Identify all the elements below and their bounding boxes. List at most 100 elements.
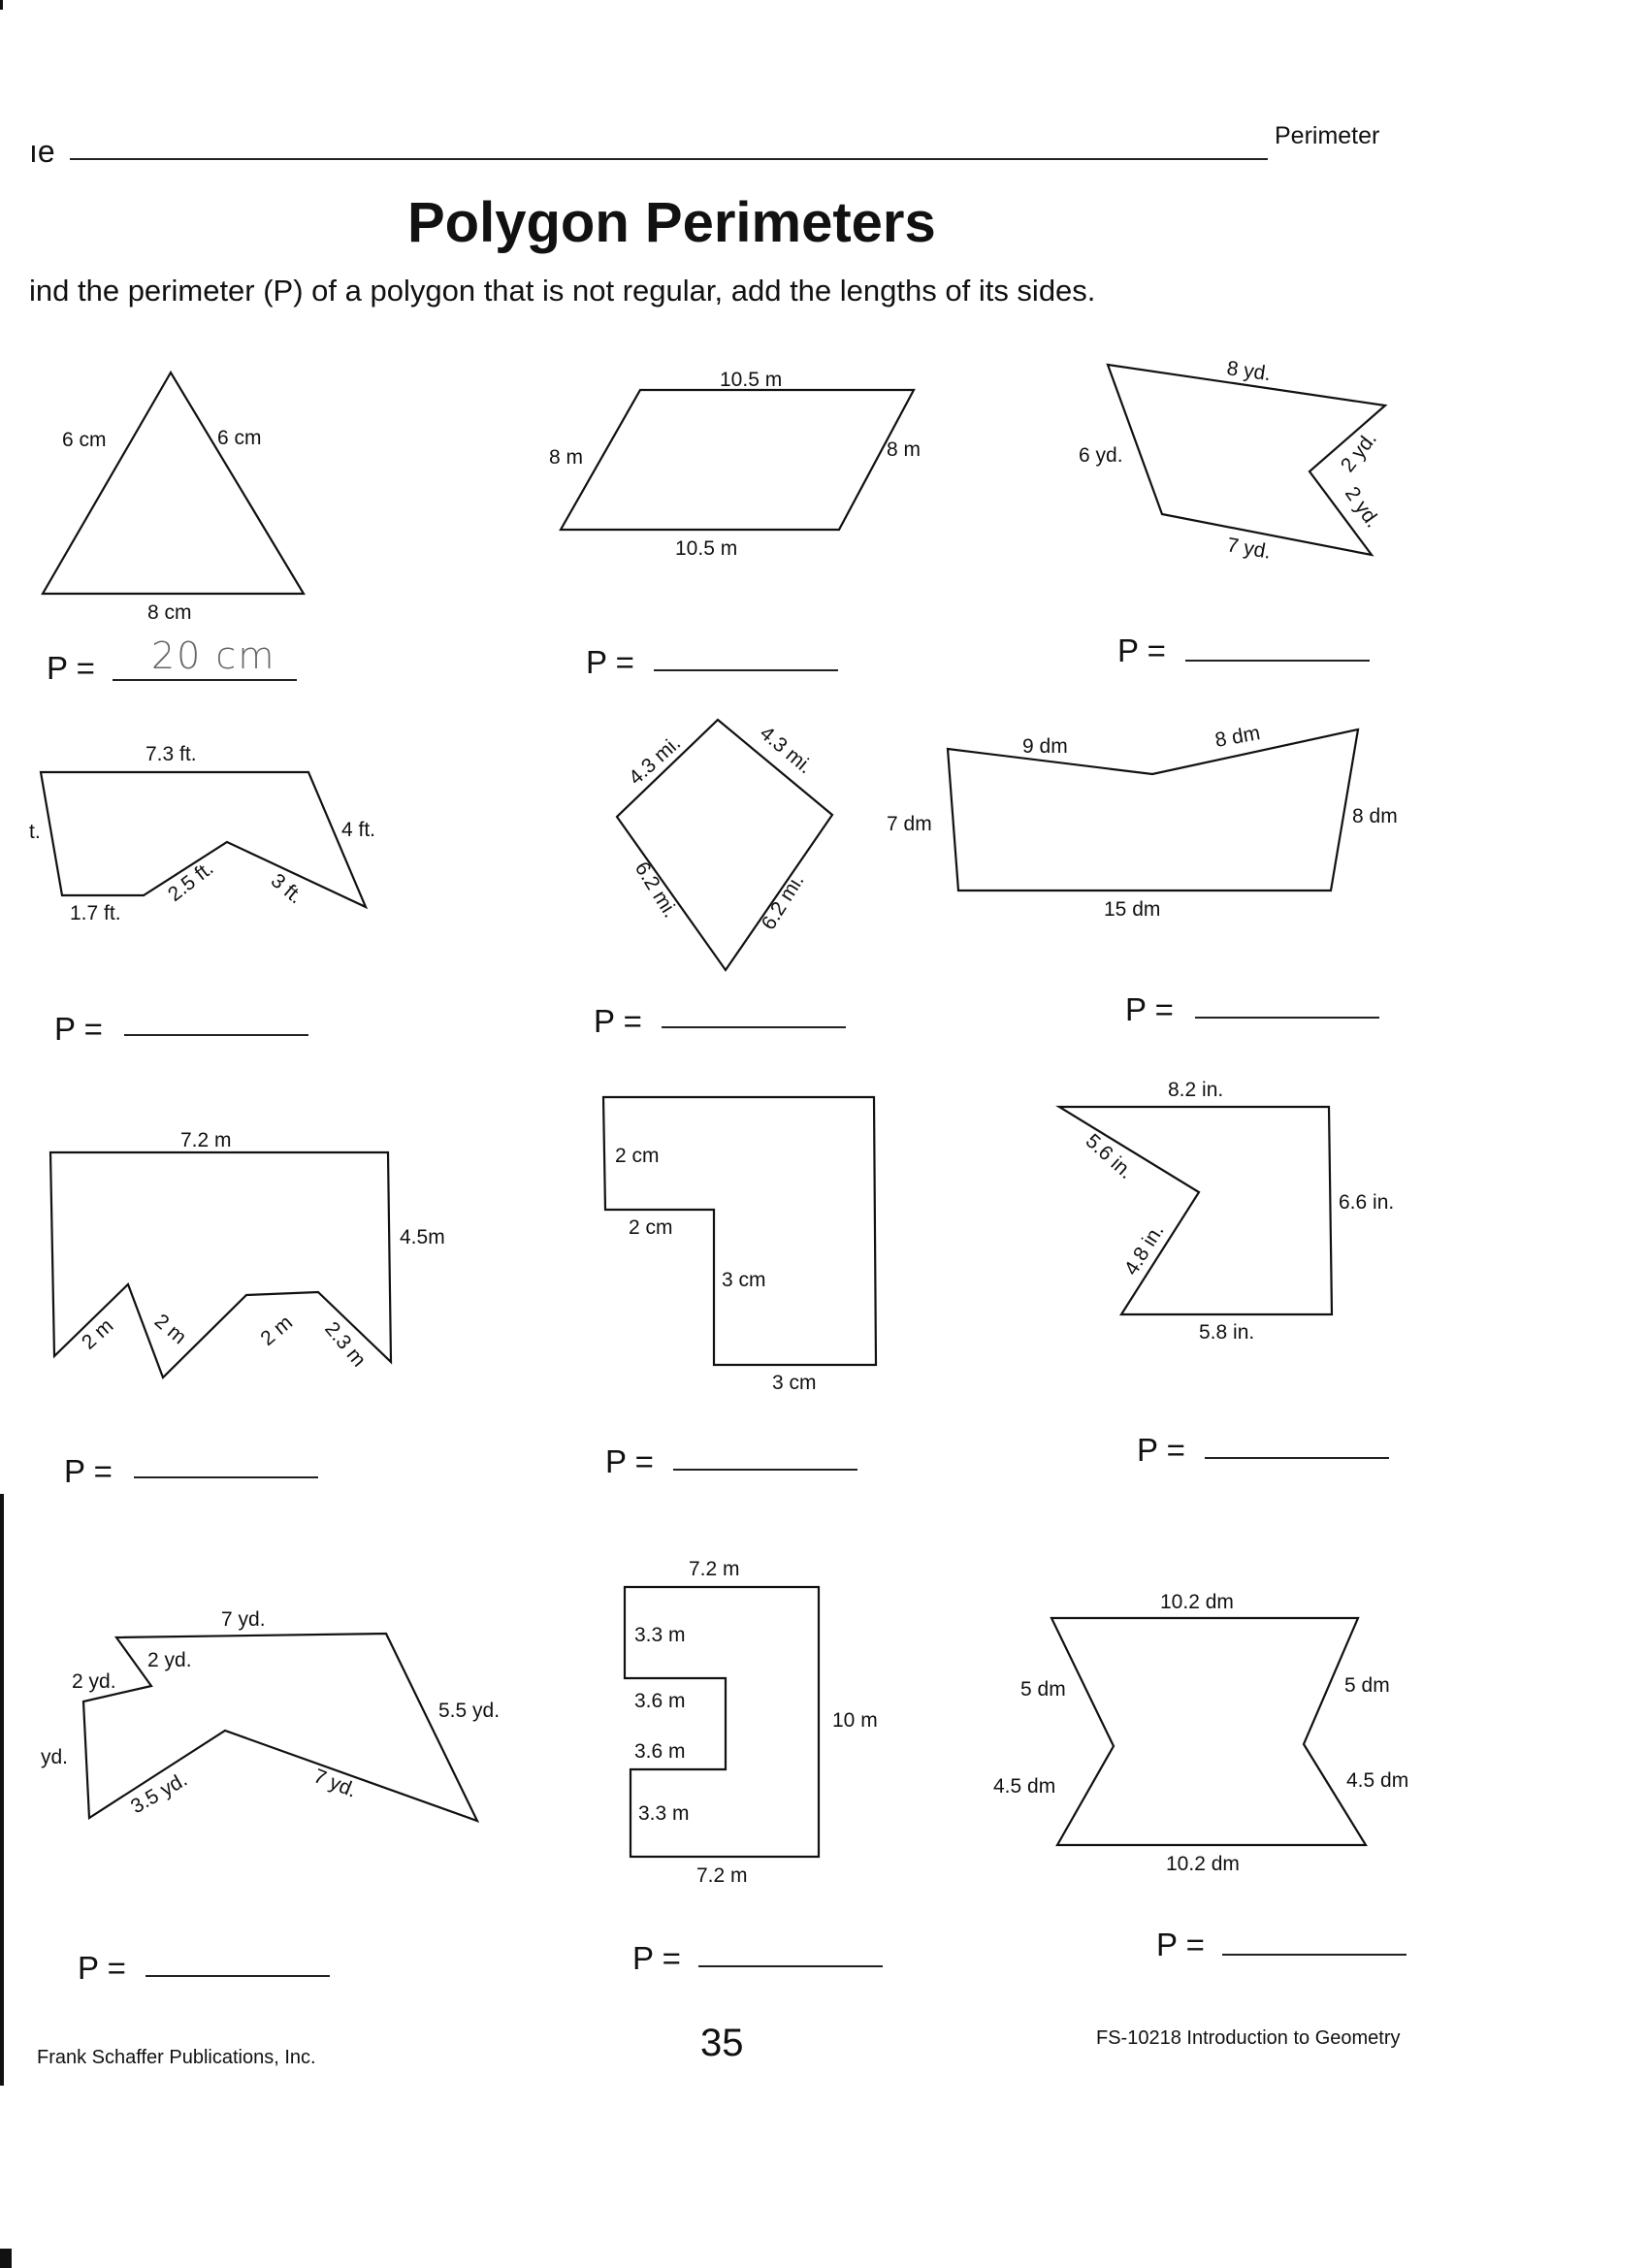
label-11-step-upper: 3.6 m bbox=[634, 1690, 686, 1712]
label-11-upper: 3.3 m bbox=[634, 1624, 686, 1646]
label-2-top: 10.5 m bbox=[720, 369, 782, 391]
label-10-zig-left: 3.5 yd. bbox=[127, 1768, 191, 1818]
polygon-3 bbox=[1106, 363, 1388, 557]
label-2-bottom: 10.5 m bbox=[675, 537, 737, 560]
polygon-11 bbox=[623, 1585, 821, 1859]
p-label-5: P = bbox=[594, 1003, 642, 1039]
instructions: ind the perimeter (P) of a polygon that … bbox=[29, 274, 1096, 308]
polygon-7 bbox=[48, 1150, 393, 1379]
label-8-bottom: 3 cm bbox=[772, 1372, 817, 1394]
label-10-notch-top: 2 yd. bbox=[147, 1649, 192, 1671]
p-label-12: P = bbox=[1156, 1927, 1205, 1962]
label-12-upper-left: 5 dm bbox=[1020, 1678, 1066, 1701]
label-2-left: 8 m bbox=[549, 446, 583, 469]
topic-label: Perimeter bbox=[1275, 122, 1380, 149]
polygon-5-kite bbox=[615, 718, 834, 972]
label-3-notch-lower: 2 yd. bbox=[1341, 483, 1384, 532]
label-3-notch-upper: 2 yd. bbox=[1337, 428, 1381, 476]
label-12-top: 10.2 dm bbox=[1160, 1591, 1234, 1613]
label-10-notch-left: 2 yd. bbox=[72, 1670, 116, 1693]
label-11-lower: 3.3 m bbox=[638, 1802, 690, 1825]
label-12-lower-left: 4.5 dm bbox=[993, 1775, 1055, 1798]
label-5-lower-left: 6.2 mi. bbox=[630, 858, 682, 922]
answer-line-11[interactable] bbox=[698, 1965, 883, 1967]
label-7-right: 4.5m bbox=[400, 1226, 445, 1248]
label-1-right: 6 cm bbox=[217, 427, 262, 449]
label-1-base: 8 cm bbox=[147, 601, 192, 624]
label-11-step-lower: 3.6 m bbox=[634, 1740, 686, 1763]
label-4-notch-right: 3 ft. bbox=[267, 869, 307, 908]
label-8-inner: 3 cm bbox=[722, 1269, 766, 1291]
answer-line-7[interactable] bbox=[134, 1476, 318, 1478]
label-1-left: 6 cm bbox=[62, 429, 107, 451]
label-4-right: 4 ft. bbox=[341, 819, 375, 841]
label-8-upper: 2 cm bbox=[615, 1145, 660, 1167]
answer-1: 20 cm bbox=[151, 634, 276, 677]
scan-edge-mark-top bbox=[0, 0, 3, 10]
answer-line-9[interactable] bbox=[1205, 1457, 1389, 1459]
p-label-6: P = bbox=[1125, 991, 1174, 1027]
label-7-zig-1: 2 m bbox=[78, 1314, 117, 1354]
polygon-9 bbox=[1055, 1105, 1334, 1316]
label-7-zig-3: 2 m bbox=[256, 1312, 297, 1350]
product-code: FS-10218 Introduction to Geometry bbox=[1096, 2027, 1401, 2049]
answer-line-1[interactable] bbox=[113, 679, 297, 681]
label-11-top: 7.2 m bbox=[689, 1558, 740, 1580]
answer-line-3[interactable] bbox=[1185, 660, 1370, 662]
polygon-6 bbox=[946, 728, 1360, 892]
label-5-lower-right: 6.2 mi. bbox=[758, 870, 809, 934]
publisher: Frank Schaffer Publications, Inc. bbox=[37, 2047, 316, 2068]
label-7-zig-2: 2 m bbox=[150, 1310, 191, 1348]
label-11-bottom: 7.2 m bbox=[696, 1864, 748, 1887]
label-4-bottom: 1.7 ft. bbox=[70, 902, 121, 924]
p-label-4: P = bbox=[54, 1011, 103, 1047]
answer-line-2[interactable] bbox=[654, 669, 838, 671]
label-10-right: 5.5 yd. bbox=[438, 1700, 500, 1722]
p-label-9: P = bbox=[1137, 1432, 1185, 1468]
label-9-right: 6.6 in. bbox=[1339, 1191, 1394, 1214]
label-12-lower-right: 4.5 dm bbox=[1346, 1769, 1408, 1792]
answer-line-12[interactable] bbox=[1222, 1954, 1406, 1956]
label-9-top: 8.2 in. bbox=[1168, 1079, 1223, 1101]
polygon-2-parallelogram bbox=[559, 388, 916, 532]
label-10-zig-right: 7 yd. bbox=[310, 1765, 360, 1801]
p-label-2: P = bbox=[586, 644, 634, 680]
label-10-left: yd. bbox=[41, 1746, 68, 1768]
scan-edge-mark-bottom bbox=[0, 2249, 12, 2268]
p-label-7: P = bbox=[64, 1453, 113, 1489]
label-8-step: 2 cm bbox=[629, 1216, 673, 1239]
page-number: 35 bbox=[700, 2022, 744, 2064]
label-3-left: 6 yd. bbox=[1079, 444, 1123, 467]
label-6-top-left: 9 dm bbox=[1022, 735, 1068, 758]
label-9-bottom: 5.8 in. bbox=[1199, 1321, 1254, 1344]
label-3-bottom: 7 yd. bbox=[1225, 534, 1273, 564]
label-2-right: 8 m bbox=[887, 438, 921, 461]
p-label-8: P = bbox=[605, 1443, 654, 1479]
answer-line-4[interactable] bbox=[124, 1034, 308, 1036]
answer-line-6[interactable] bbox=[1195, 1017, 1379, 1019]
polygon-1-triangle bbox=[41, 370, 306, 596]
label-12-upper-right: 5 dm bbox=[1344, 1674, 1390, 1697]
label-6-right: 8 dm bbox=[1352, 805, 1398, 827]
label-7-top: 7.2 m bbox=[180, 1129, 232, 1151]
polygon-8 bbox=[601, 1095, 878, 1367]
answer-line-8[interactable] bbox=[673, 1469, 857, 1471]
p-label-3: P = bbox=[1117, 632, 1166, 668]
label-10-top: 7 yd. bbox=[221, 1608, 266, 1631]
answer-line-10[interactable] bbox=[146, 1975, 330, 1977]
label-12-bottom: 10.2 dm bbox=[1166, 1853, 1240, 1875]
p-label-1: P = bbox=[47, 650, 95, 686]
polygon-12 bbox=[1050, 1616, 1368, 1847]
polygon-4 bbox=[39, 770, 369, 910]
label-7-zig-4: 2.3 m bbox=[320, 1317, 370, 1371]
label-4-left: t. bbox=[29, 821, 41, 843]
p-label-11: P = bbox=[632, 1940, 681, 1976]
label-4-top: 7.3 ft. bbox=[146, 743, 197, 765]
p-label-10: P = bbox=[78, 1950, 126, 1986]
polygon-10 bbox=[81, 1632, 480, 1823]
name-field-line[interactable] bbox=[70, 158, 1268, 160]
answer-line-5[interactable] bbox=[662, 1026, 846, 1028]
label-6-top-right: 8 dm bbox=[1213, 722, 1262, 752]
name-label: ıe bbox=[29, 134, 55, 169]
